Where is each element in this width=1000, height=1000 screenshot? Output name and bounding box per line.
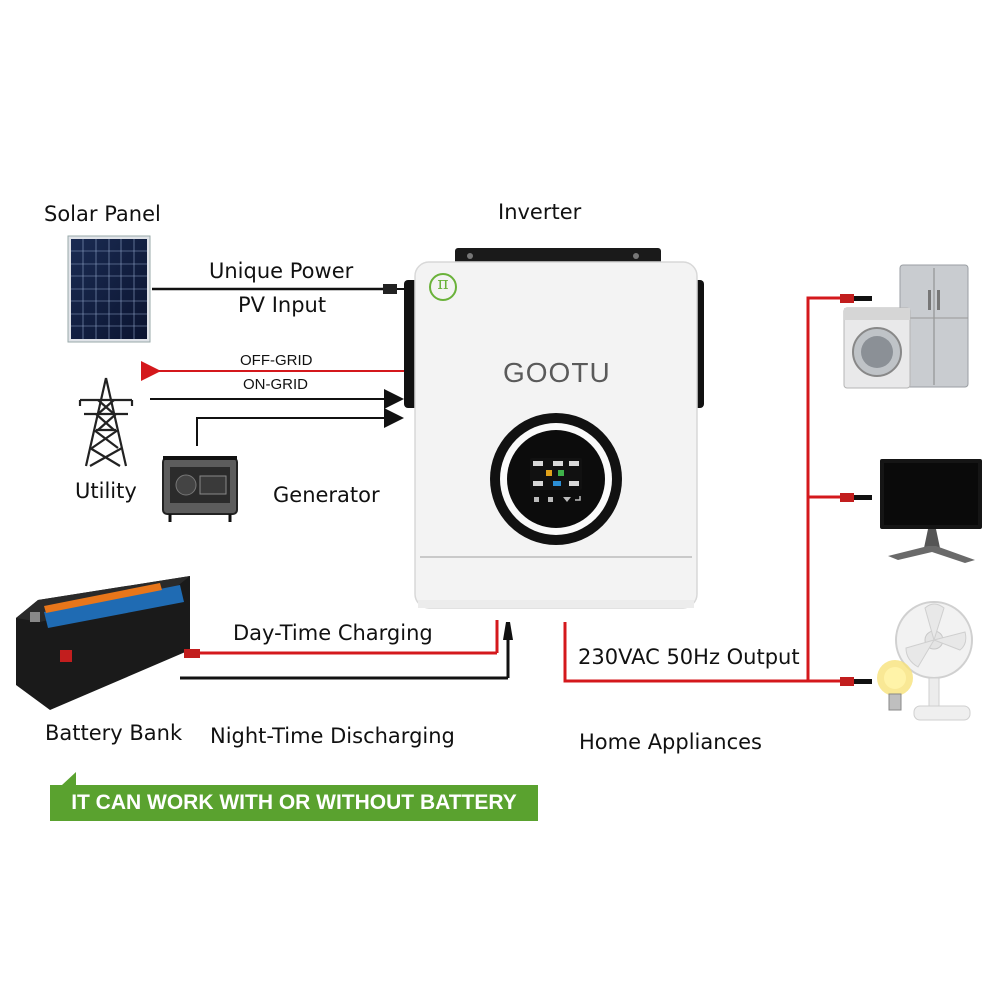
generator-wire [196,408,404,446]
battery-bank-icon [16,576,190,710]
on-grid-label: ON-GRID [243,376,308,393]
monitor-icon [880,459,982,563]
inverter-unit [404,248,704,609]
solar-panel-label: Solar Panel [44,202,161,226]
unique-power-label: Unique Power [209,259,354,283]
banner-tab [62,772,76,785]
output-label: 230VAC 50Hz Output [578,645,800,669]
battery-charging-wire [184,620,499,658]
night-time-discharging-label: Night-Time Discharging [210,724,455,748]
generator-label: Generator [273,483,380,507]
generator-icon [162,456,238,522]
inverter-label: Inverter [498,200,582,224]
home-appliances-label: Home Appliances [579,730,762,754]
output-wire [563,296,840,683]
battery-discharging-wire [180,622,513,680]
output-plugs [840,294,872,686]
battery-note-banner: IT CAN WORK WITH OR WITHOUT BATTERY [50,785,538,821]
battery-bank-label: Battery Bank [45,721,183,745]
inverter-brand: GOOTU [503,357,611,388]
utility-label: Utility [75,479,137,503]
pi-logo-icon: π [437,274,449,294]
washer-fridge-icon [843,264,969,389]
pv-input-label: PV Input [238,293,327,317]
off-grid-label: OFF-GRID [240,352,313,369]
utility-tower-icon [78,377,134,467]
fan-bulb-icon [877,601,973,721]
solar-panel-icon [67,235,151,343]
day-time-charging-label: Day-Time Charging [233,621,433,645]
